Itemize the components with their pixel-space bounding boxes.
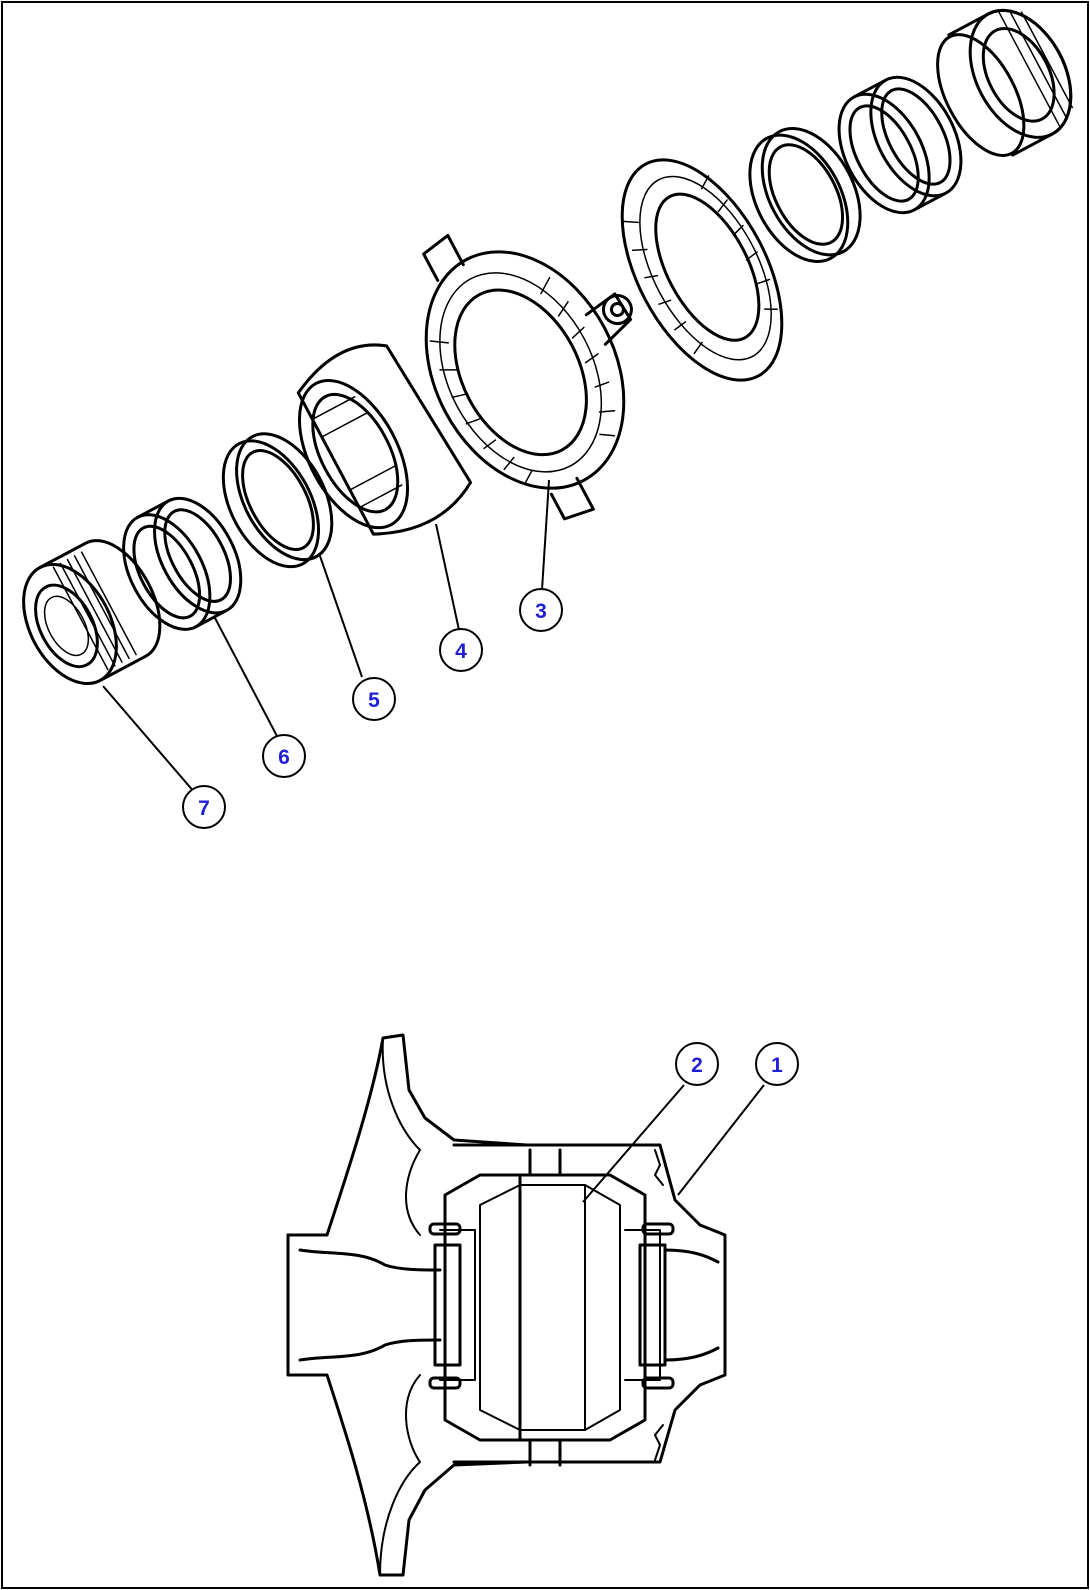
callout-4-circle [439, 628, 483, 672]
upper-snap-rings [837, 75, 963, 215]
callout-3: 3 [519, 588, 563, 632]
callout-2: 2 [675, 1042, 719, 1086]
callout-5-number: 5 [368, 689, 380, 712]
part-6-snap-rings [122, 496, 243, 631]
callout-5-circle [352, 677, 396, 721]
part-5-bearing-cup [221, 432, 334, 569]
leader-line-2 [582, 1084, 685, 1203]
callout-4: 4 [439, 628, 483, 672]
part-3-differential-gear [422, 233, 633, 521]
part-7-bearing-hub [22, 539, 162, 686]
callout-1-circle [755, 1042, 799, 1086]
part-4-case-half [296, 343, 473, 536]
upper-bearing-cup [748, 127, 862, 263]
differential-case [286, 1033, 727, 1577]
callout-6-number: 6 [278, 746, 290, 769]
leader-line-6 [214, 617, 279, 739]
callout-7-circle [182, 785, 226, 829]
callout-2-number: 2 [691, 1054, 703, 1077]
leader-line-4 [435, 523, 460, 631]
ring-gear [620, 158, 784, 382]
callout-6: 6 [262, 734, 306, 778]
callout-3-number: 3 [535, 600, 547, 623]
callout-7-number: 7 [198, 797, 210, 820]
callout-7: 7 [182, 785, 226, 829]
leader-line-7 [102, 685, 196, 794]
callout-1: 1 [755, 1042, 799, 1086]
leader-line-3 [541, 479, 550, 591]
callout-2-circle [675, 1042, 719, 1086]
leader-line-5 [319, 555, 363, 678]
callout-5: 5 [352, 677, 396, 721]
callout-6-circle [262, 734, 306, 778]
leader-line-1 [677, 1084, 765, 1196]
callout-1-number: 1 [771, 1054, 783, 1077]
callout-3-circle [519, 588, 563, 632]
callouts: 7 6 5 4 3 2 1 [182, 588, 799, 1086]
leader-lines [102, 479, 765, 1203]
callout-4-number: 4 [455, 640, 467, 663]
upper-bearing-hub [936, 8, 1074, 157]
